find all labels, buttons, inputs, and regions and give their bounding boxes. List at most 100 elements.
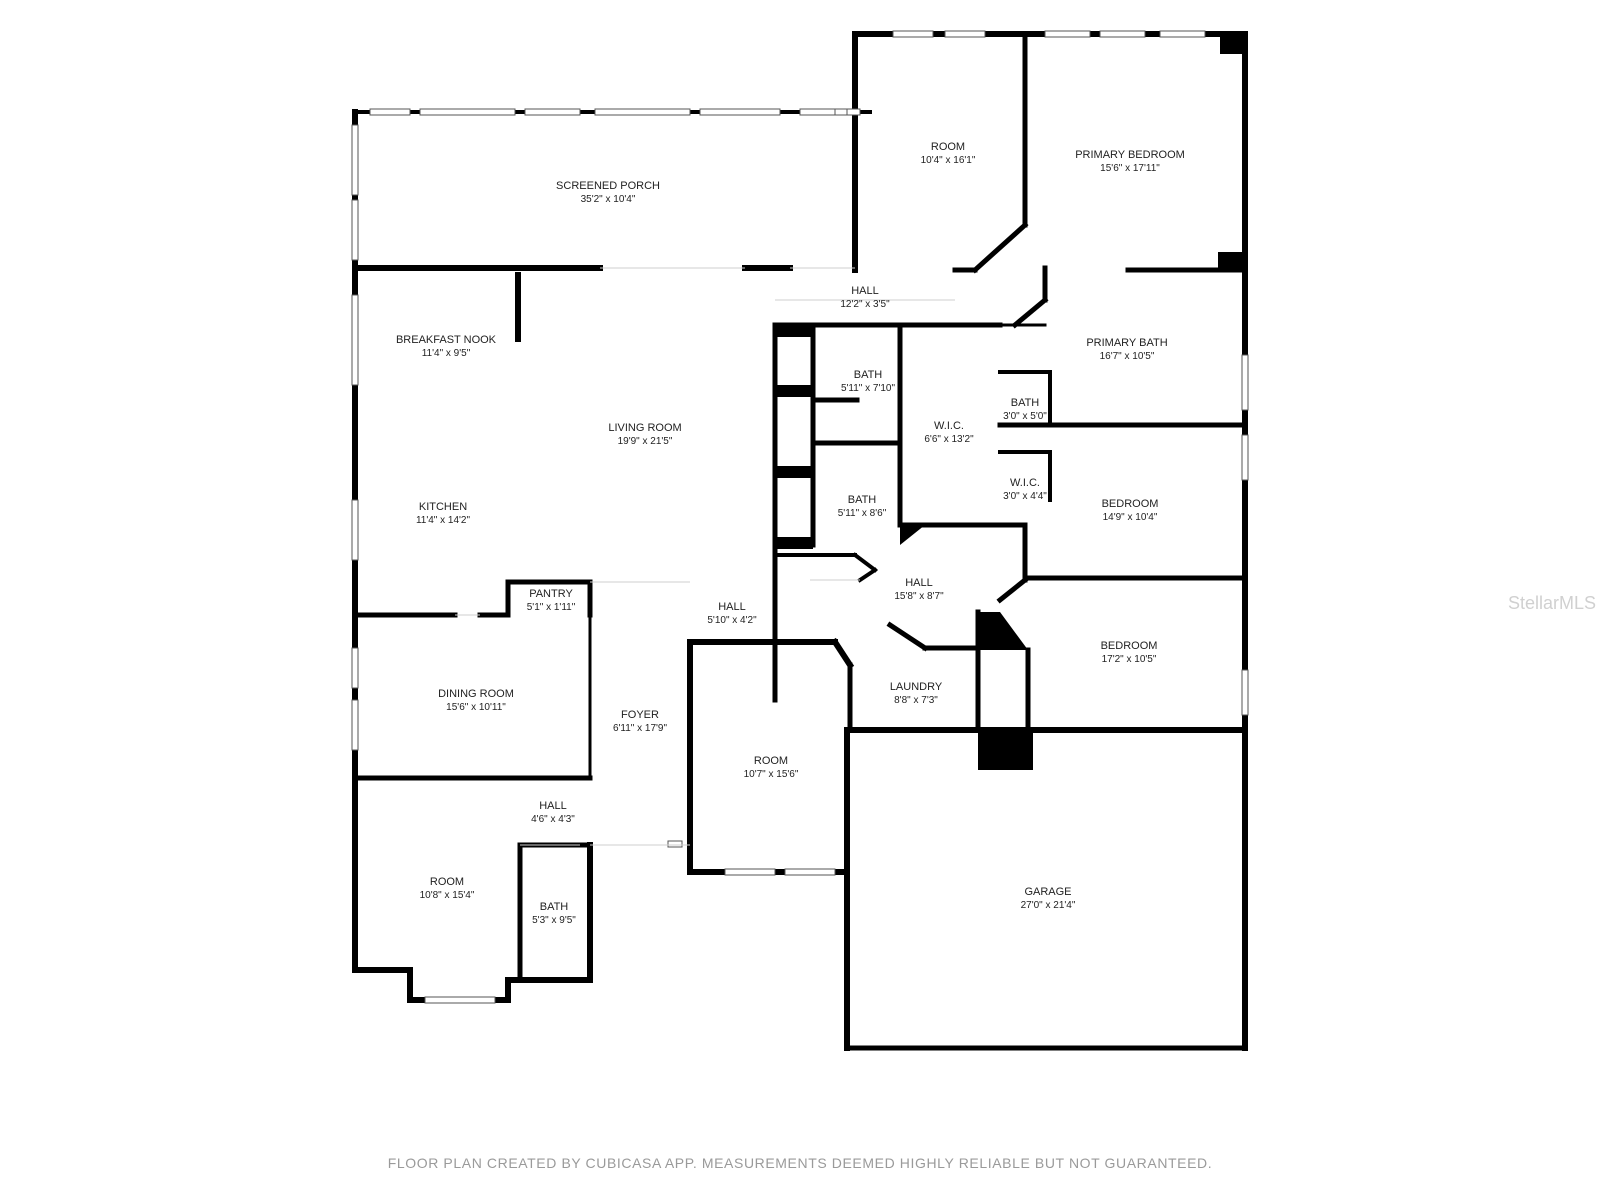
window [699, 108, 781, 116]
room-name: HALL [905, 577, 933, 589]
window [724, 868, 776, 876]
room-laundry: LAUNDRY 8'8" x 7'3" [890, 681, 943, 706]
disclaimer-text: FLOOR PLAN CREATED BY CUBICASA APP. MEAS… [387, 1155, 1213, 1171]
room-name: HALL [851, 285, 879, 297]
room-name: LAUNDRY [890, 681, 943, 693]
window [799, 108, 861, 116]
room-room-top: ROOM 10'4" x 16'1" [921, 141, 976, 166]
window [351, 699, 359, 751]
room-primary-bath: PRIMARY BATH 16'7" x 10'5" [1086, 337, 1167, 362]
room-name: HALL [539, 800, 567, 812]
window [1241, 354, 1249, 411]
room-bath-3: BATH 5'11" x 8'6" [838, 494, 887, 519]
room-dimensions: 6'6" x 13'2" [924, 434, 974, 445]
window [892, 30, 934, 38]
room-hall-small: HALL 4'6" x 4'3" [531, 800, 575, 825]
wall-segment [830, 637, 855, 670]
wall-segment [857, 567, 878, 583]
room-garage: GARAGE 27'0" x 21'4" [1021, 886, 1076, 911]
window [1159, 30, 1206, 38]
room-dimensions: 3'0" x 5'0" [1003, 411, 1047, 422]
window [944, 30, 986, 38]
walls [351, 30, 1249, 1051]
window [667, 840, 683, 848]
window [351, 199, 359, 261]
room-name: ROOM [931, 141, 965, 153]
room-name: W.I.C. [1010, 477, 1040, 489]
room-name: W.I.C. [934, 420, 964, 432]
room-dimensions: 15'6" x 10'11" [446, 702, 506, 713]
wall-corner [978, 612, 1028, 650]
wall-segment [971, 221, 1029, 274]
room-name: FOYER [621, 709, 659, 721]
window [1241, 669, 1249, 716]
window [424, 996, 496, 1004]
room-name: BREAKFAST NOOK [396, 334, 497, 346]
room-bedroom-2: BEDROOM 17'2" x 10'5" [1101, 640, 1158, 665]
room-name: HALL [718, 601, 746, 613]
room-foyer: FOYER 6'11" x 17'9" [613, 709, 668, 734]
wall-segment [1011, 296, 1049, 329]
wall-segment [886, 621, 929, 652]
room-name: GARAGE [1024, 886, 1071, 898]
room-dimensions: 19'9" x 21'5" [618, 436, 673, 447]
chimney-block [978, 732, 1033, 770]
room-dimensions: 35'2" x 10'4" [581, 194, 636, 205]
room-primary-bedroom: PRIMARY BEDROOM 15'6" x 17'11" [1075, 149, 1185, 174]
watermark-logo: StellarMLS [1508, 593, 1597, 613]
room-dimensions: 27'0" x 21'4" [1021, 900, 1076, 911]
room-name: PANTRY [529, 588, 573, 600]
room-name: ROOM [430, 876, 464, 888]
room-dimensions: 15'6" x 17'11" [1100, 163, 1160, 174]
room-bath-2: BATH 3'0" x 5'0" [1003, 397, 1047, 422]
wall-corner [900, 525, 925, 545]
room-name: PRIMARY BEDROOM [1075, 149, 1185, 161]
wall-segment [852, 552, 878, 573]
room-name: BEDROOM [1101, 640, 1158, 652]
room-dimensions: 5'3" x 9'5" [532, 915, 576, 926]
room-dimensions: 17'2" x 10'5" [1102, 654, 1157, 665]
room-name: PRIMARY BATH [1086, 337, 1167, 349]
window [594, 108, 691, 116]
window [1099, 30, 1146, 38]
window [351, 124, 359, 196]
room-name: KITCHEN [419, 501, 467, 513]
window [351, 294, 359, 386]
room-dimensions: 12'2" x 3'5" [840, 299, 890, 310]
room-name: BEDROOM [1102, 498, 1159, 510]
room-dimensions: 10'8" x 15'4" [420, 890, 475, 901]
room-dimensions: 10'4" x 16'1" [921, 155, 976, 166]
wall-block [775, 537, 813, 549]
window [1044, 30, 1091, 38]
room-name: BATH [848, 494, 877, 506]
room-dimensions: 5'1" x 1'11" [527, 602, 576, 613]
wall-block [515, 272, 521, 342]
room-wic-1: W.I.C. 6'6" x 13'2" [924, 420, 974, 445]
room-dimensions: 3'0" x 4'4" [1003, 491, 1047, 502]
room-name: LIVING ROOM [608, 422, 681, 434]
room-name: BATH [1011, 397, 1040, 409]
room-dimensions: 5'11" x 7'10" [841, 383, 896, 394]
room-dimensions: 6'11" x 17'9" [613, 723, 668, 734]
room-dimensions: 4'6" x 4'3" [531, 814, 575, 825]
room-dimensions: 8'8" x 7'3" [894, 695, 938, 706]
room-hall-top: HALL 12'2" x 3'5" [840, 285, 890, 310]
room-dimensions: 16'7" x 10'5" [1100, 351, 1155, 362]
wall-block [775, 325, 813, 337]
window [834, 108, 848, 116]
corner-block [1218, 252, 1246, 270]
room-living-room: LIVING ROOM 19'9" x 21'5" [608, 422, 681, 447]
window [351, 499, 359, 561]
window [351, 647, 359, 689]
wall-block [775, 466, 813, 478]
room-dimensions: 5'11" x 8'6" [838, 508, 887, 519]
